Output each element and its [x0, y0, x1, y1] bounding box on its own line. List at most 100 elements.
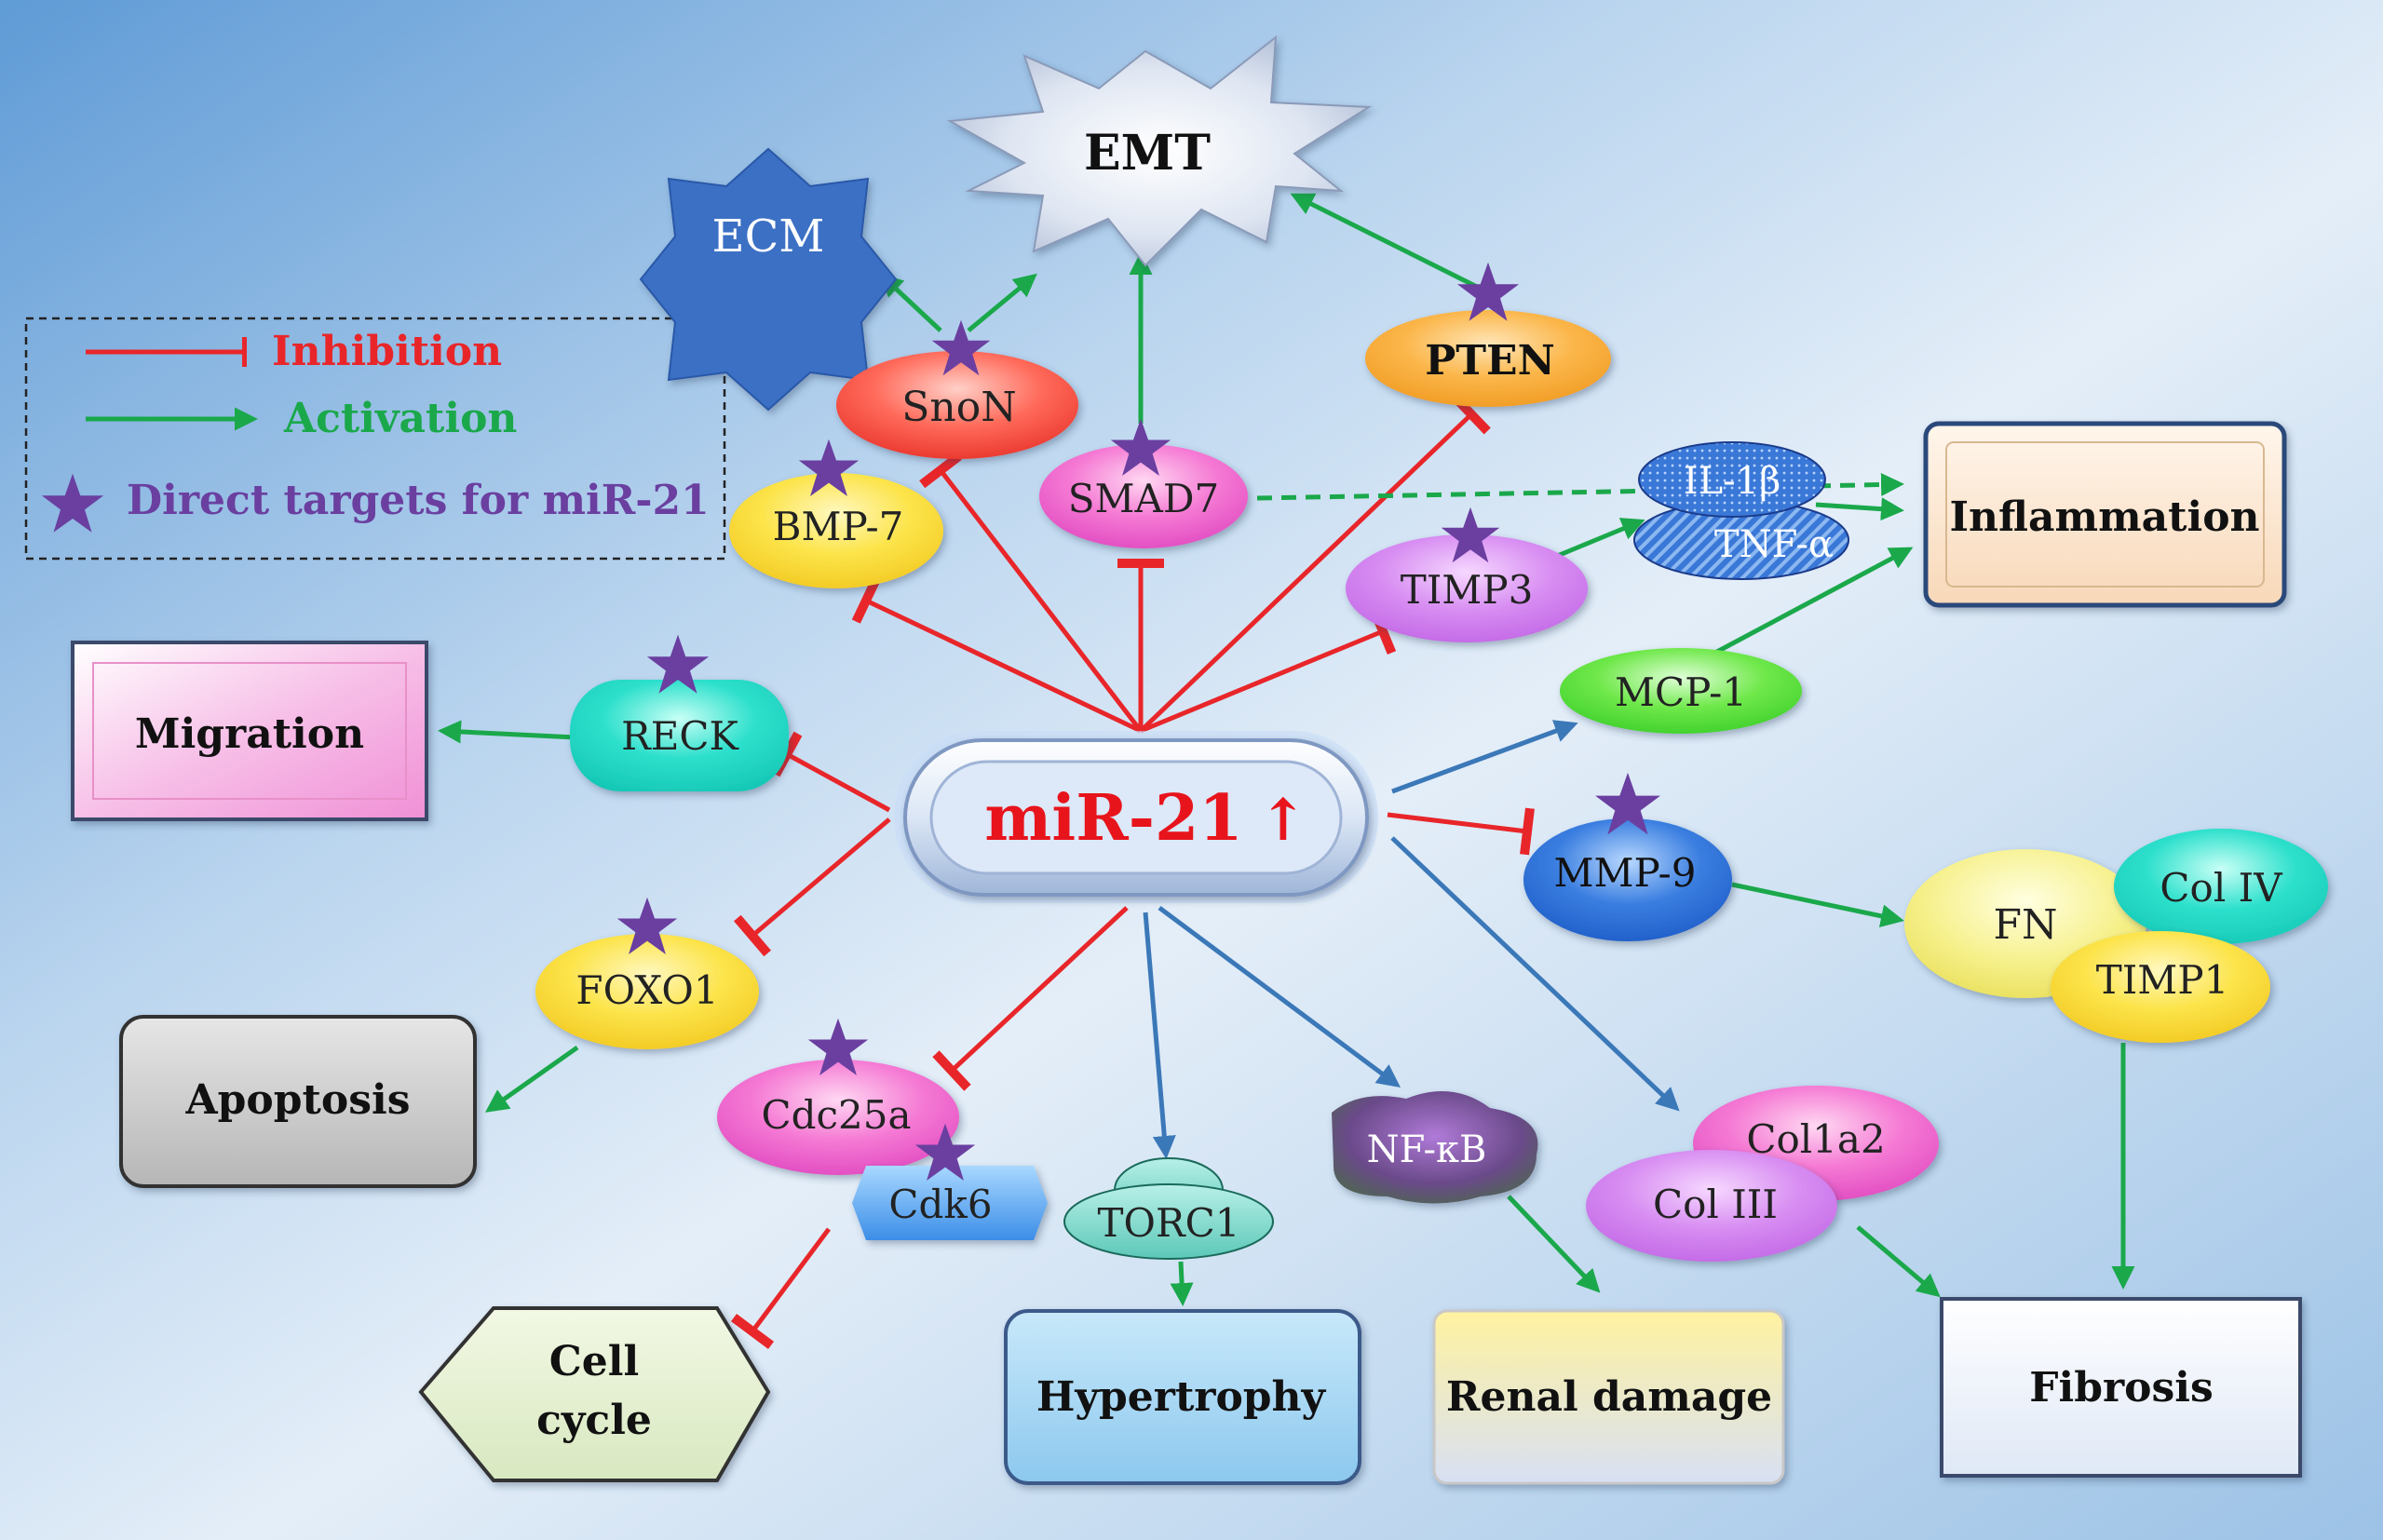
apoptosis-label: Apoptosis	[185, 1076, 411, 1124]
legend-activation-label: Activation	[283, 395, 517, 442]
hypertrophy-label: Hypertrophy	[1036, 1373, 1327, 1421]
bmp7-shape	[729, 473, 943, 588]
snon-to-emt	[967, 273, 1037, 332]
cell-cycle-shape	[418, 1306, 771, 1482]
timp3-to-il1b	[1550, 518, 1645, 561]
pten-to-emt	[1290, 193, 1483, 291]
activate-torc1	[1143, 912, 1176, 1159]
cytokine-node: IL-1β TNF-α	[1633, 441, 1849, 580]
pten-label: PTEN	[1425, 337, 1555, 385]
inhibit-reck	[771, 731, 891, 813]
torc1-node: TORC1	[1063, 1157, 1274, 1260]
hypertrophy-box: Hypertrophy	[1004, 1309, 1361, 1485]
nfkb-shape	[1332, 1091, 1538, 1204]
tnfa-label: TNF-α	[1714, 523, 1834, 566]
ecm-protein-cluster: FN Col IV TIMP1	[1904, 829, 2328, 1043]
migration-label: Migration	[135, 710, 364, 758]
timp1-label: TIMP1	[2096, 957, 2229, 1003]
col-to-fibrosis	[1856, 1225, 1941, 1298]
col4-label: Col IV	[2160, 865, 2282, 911]
cdk6-node: Cdk6	[852, 1123, 1048, 1240]
mcp1-shape	[1560, 648, 1802, 734]
snon-to-ecm	[879, 273, 942, 332]
foxo1-shape	[535, 934, 759, 1049]
mmp9-node: MMP-9	[1523, 772, 1732, 941]
inhibit-bmp7	[851, 577, 1143, 734]
timp3-node: TIMP3	[1346, 507, 1588, 642]
cdk6-label: Cdk6	[888, 1182, 992, 1227]
legend-inhibition-label: Inhibition	[272, 328, 502, 375]
inhibit-snon	[919, 452, 1143, 733]
migration-box: Migration	[71, 641, 428, 821]
migration-shape	[71, 641, 428, 821]
inflammation-shape	[1923, 421, 2287, 608]
nfkb-node: NF-κB	[1332, 1091, 1538, 1204]
timp3-label: TIMP3	[1401, 567, 1534, 613]
mcp1-label: MCP-1	[1615, 669, 1747, 715]
mir21-inner	[929, 760, 1343, 875]
emt-node: EMT	[946, 34, 1373, 267]
col1a2-label: Col1a2	[1746, 1116, 1885, 1162]
reck-shape	[570, 680, 789, 791]
bmp7-label: BMP-7	[773, 504, 904, 549]
il1b-shape	[1638, 441, 1826, 518]
inflammation-box: Inflammation	[1923, 421, 2287, 608]
mmp9-to-fn	[1731, 882, 1904, 928]
mcp1-node: MCP-1	[1560, 648, 1802, 734]
legend-inhibition-bar	[242, 337, 247, 367]
torc1-label: TORC1	[1098, 1200, 1240, 1246]
collagen-node: Col1a2 Col III	[1586, 1086, 1939, 1262]
snon-node: SnoN	[836, 319, 1078, 459]
smad7-label: SMAD7	[1068, 476, 1220, 521]
snon-shape	[836, 351, 1078, 459]
inhibit-mmp9	[1387, 807, 1535, 856]
reck-label: RECK	[621, 713, 739, 759]
fibrosis-box: Fibrosis	[1940, 1297, 2302, 1478]
torc1-shape	[1063, 1183, 1274, 1260]
activate-col	[1390, 836, 1680, 1112]
cell-cycle-label-2: cycle	[536, 1397, 652, 1444]
renal-damage-label: Renal damage	[1446, 1373, 1772, 1421]
pten-node: PTEN	[1365, 262, 1611, 407]
inhibit-timp3	[1140, 607, 1397, 734]
mir21-label: miR-21	[984, 781, 1242, 856]
col3-shape	[1586, 1150, 1837, 1262]
hypertrophy-shape	[1004, 1309, 1361, 1485]
renal-damage-box: Renal damage	[1432, 1309, 1785, 1485]
inflammation-label: Inflammation	[1949, 493, 2259, 541]
fn-label: FN	[1993, 901, 2057, 949]
il1b-label: IL-1β	[1684, 460, 1780, 503]
bmp7-node: BMP-7	[729, 439, 943, 588]
inhibit-pten	[1139, 394, 1491, 733]
reck-to-migration	[438, 720, 576, 744]
cell-cycle-label-1: Cell	[549, 1338, 639, 1385]
inhibit-cdc25a	[932, 906, 1129, 1091]
inhibit-foxo1	[733, 817, 891, 957]
foxo1-node: FOXO1	[535, 897, 759, 1049]
foxo1-label: FOXO1	[575, 967, 718, 1013]
cdc25a-shape	[717, 1060, 959, 1175]
cdc25a-node: Cdc25a	[717, 1018, 959, 1175]
cdc25a-label: Cdc25a	[761, 1092, 911, 1138]
timp3-shape	[1346, 534, 1588, 642]
smad7-node: SMAD7	[1039, 418, 1248, 548]
fibrosis-label: Fibrosis	[2029, 1364, 2214, 1412]
fibrosis-shape	[1940, 1297, 2302, 1478]
cell-cycle-box: Cell cycle	[418, 1306, 771, 1482]
smad7-to-inflammation	[1815, 472, 1904, 496]
migration-inner	[92, 662, 407, 800]
inflammation-inner	[1945, 441, 2265, 588]
snon-label: SnoN	[901, 384, 1016, 431]
apoptosis-shape	[119, 1015, 477, 1188]
reck-node: RECK	[570, 634, 789, 791]
apoptosis-box: Apoptosis	[119, 1015, 477, 1188]
emt-shape	[946, 34, 1373, 267]
inhibit-cell-cycle	[730, 1227, 832, 1349]
emt-label: EMT	[1084, 125, 1211, 182]
mir21-up-arrow: ↑	[1259, 786, 1307, 854]
cdk6-shape	[852, 1166, 1048, 1240]
foxo1-to-apoptosis	[484, 1045, 579, 1113]
nfkb-label: NF-κB	[1367, 1128, 1487, 1171]
ecm-shape	[639, 147, 898, 412]
